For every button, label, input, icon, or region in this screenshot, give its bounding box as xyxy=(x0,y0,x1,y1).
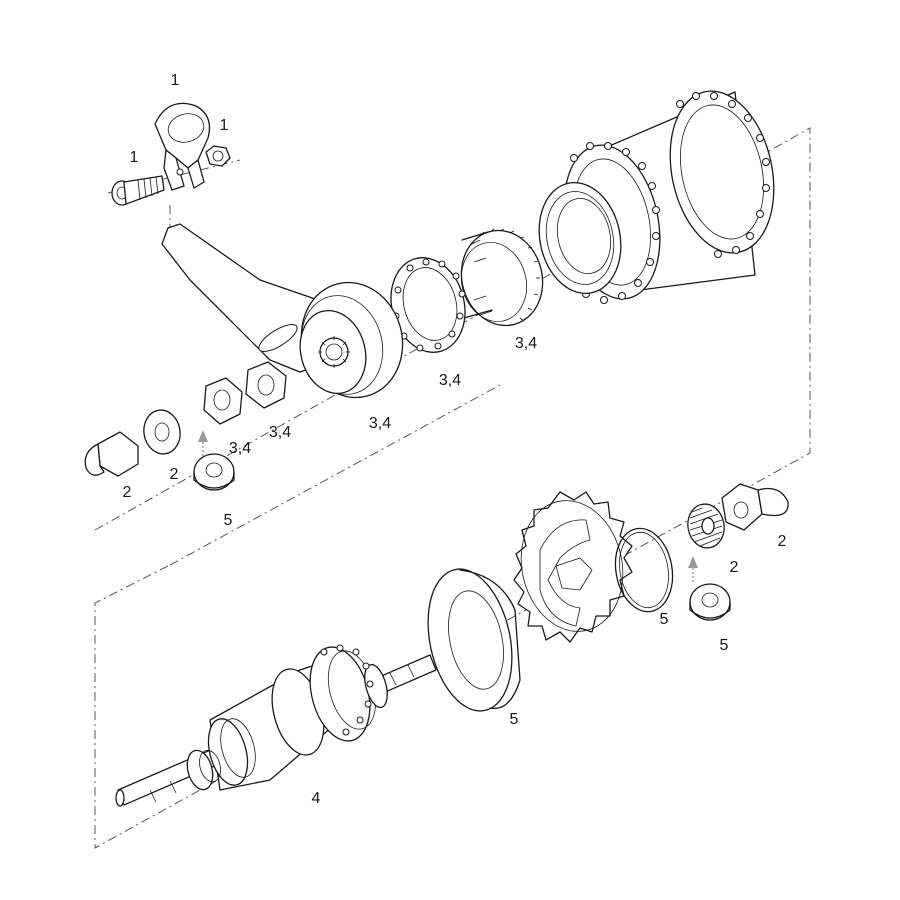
label-clamp-top: 1 xyxy=(171,72,180,89)
label-locknut-a: 3,4 xyxy=(229,440,251,457)
clamp-bolt xyxy=(111,175,165,206)
locknut-a xyxy=(203,377,243,425)
label-axle-nut-right: 2 xyxy=(778,533,787,550)
label-snap-ring: 5 xyxy=(660,611,669,628)
label-locknut-b: 3,4 xyxy=(269,424,291,441)
locknut-b xyxy=(245,361,287,409)
axle-nut-right xyxy=(721,483,789,531)
driver-ring xyxy=(460,228,544,327)
part-labels: 1 1 1 3,4 3,4 3,4 3,4 3,4 2 2 5 4 5 5 2 … xyxy=(123,72,787,807)
label-washer-right: 2 xyxy=(730,559,739,576)
label-spacer-right: 5 xyxy=(720,637,729,654)
spacer-right xyxy=(689,583,731,621)
label-driver-ring: 3,4 xyxy=(515,335,537,352)
hub-shell xyxy=(538,90,775,304)
label-axle-nut-left: 2 xyxy=(123,484,132,501)
dust-cap xyxy=(427,568,521,712)
spoke-holes-right xyxy=(676,92,770,258)
label-washer-left: 2 xyxy=(170,466,179,483)
label-dust-cap: 5 xyxy=(510,711,519,728)
label-clamp-bolt: 1 xyxy=(130,149,139,166)
arrow-left xyxy=(198,430,208,456)
clamp-nut xyxy=(205,145,231,167)
arrow-right xyxy=(688,556,698,582)
washer-right xyxy=(687,503,725,549)
washer-left xyxy=(143,409,181,455)
label-torque-arm: 3,4 xyxy=(369,415,391,432)
snap-ring xyxy=(614,527,674,613)
spline-teeth xyxy=(479,228,540,322)
torque-arm xyxy=(161,223,404,399)
hub-internals xyxy=(115,644,437,807)
internal-balls xyxy=(320,644,374,736)
axle-nut-left xyxy=(84,431,139,477)
label-clamp-nut: 1 xyxy=(220,117,229,134)
label-internals: 4 xyxy=(312,790,321,807)
frame-clamp xyxy=(154,102,211,191)
label-spacer-left: 5 xyxy=(224,512,233,529)
label-bearing-cage: 3,4 xyxy=(439,372,461,389)
center-teeth xyxy=(318,336,350,368)
spacer-left xyxy=(193,453,235,491)
sprocket xyxy=(513,491,633,643)
